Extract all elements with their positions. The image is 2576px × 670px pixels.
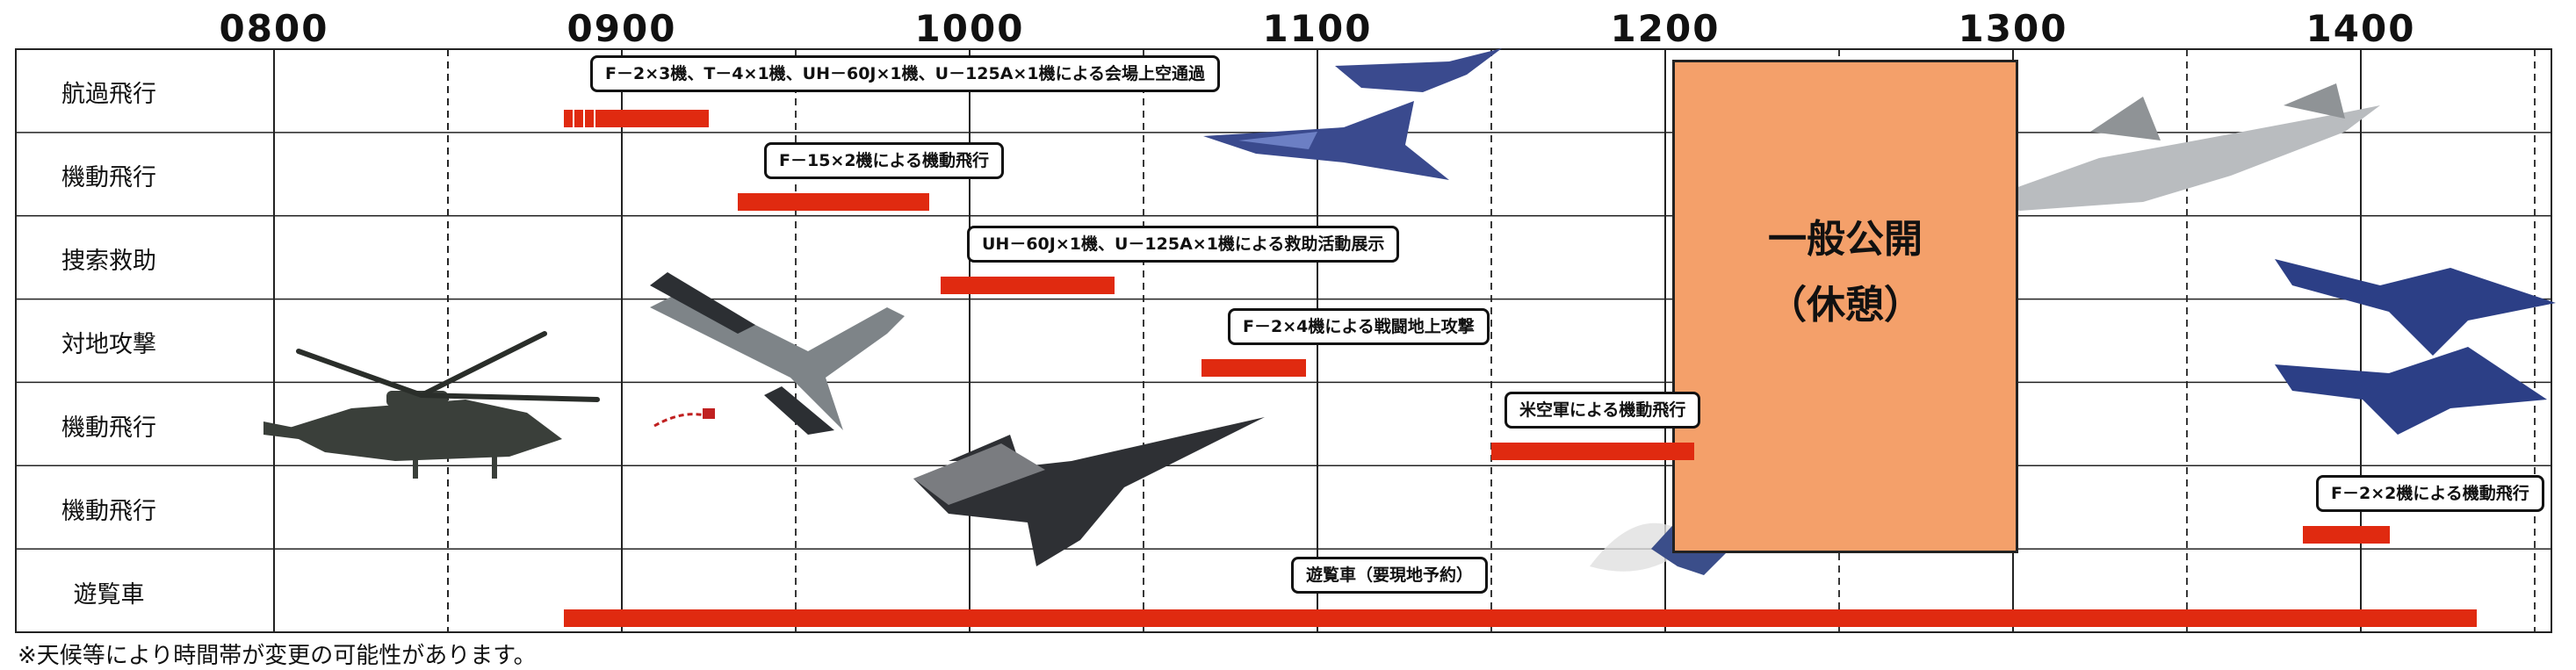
event-label: 遊覧車（要現地予約）	[1291, 557, 1489, 594]
event-bar	[1201, 359, 1306, 378]
event-bar	[2303, 526, 2390, 544]
row-label: 捜索救助	[61, 248, 156, 276]
break-title: 一般公開	[1768, 217, 1923, 262]
time-tick-label: 1000	[914, 7, 1025, 50]
time-tick-label: 1400	[2305, 7, 2416, 50]
f2-fighter-formation-image	[1203, 48, 1502, 180]
break-subtitle: （休憩）	[1768, 283, 1923, 328]
f15-eagle-image	[1976, 83, 2380, 211]
event-bar	[564, 109, 573, 127]
f2-pair-image	[2275, 259, 2556, 435]
event-label: F－2×2機による機動飛行	[2316, 475, 2544, 513]
row-label: 機動飛行	[61, 497, 156, 525]
row-label: 遊覧車	[73, 580, 145, 609]
time-tick-label: 1300	[1958, 7, 2068, 50]
chart-frame	[15, 48, 2552, 633]
event-bar	[595, 109, 709, 127]
event-bar	[574, 109, 583, 127]
time-tick-label: 0900	[566, 7, 677, 50]
break-block: 一般公開 （休憩）	[1672, 60, 2018, 553]
event-bar	[1491, 443, 1694, 461]
event-label: F－2×4機による戦闘地上攻撃	[1228, 308, 1490, 346]
row-label: 対地攻撃	[61, 331, 156, 358]
f16-fighter-image	[913, 417, 1265, 566]
event-bar	[738, 192, 929, 211]
time-tick-label: 0800	[219, 7, 329, 50]
event-label: F－15×2機による機動飛行	[764, 141, 1004, 179]
event-label: F－2×3機、T－4×1機、UH－60J×1機、U－125A×1機による会場上空…	[590, 54, 1221, 92]
helicopter-image	[263, 331, 600, 479]
footnote: ※天候等により時間帯が変更の可能性があります。	[18, 643, 537, 669]
time-tick-label: 1200	[1610, 7, 1721, 50]
time-tick-label: 1100	[1262, 7, 1373, 50]
event-bar	[564, 609, 2477, 627]
event-label: 米空軍による機動飛行	[1504, 392, 1701, 429]
row-label: 機動飛行	[61, 164, 156, 192]
business-jet-image	[650, 272, 905, 435]
flare-image	[653, 408, 715, 428]
event-label: UH－60J×1機、U－125A×1機による救助活動展示	[967, 225, 1400, 263]
row-label: 航過飛行	[61, 81, 156, 109]
event-bar	[585, 109, 594, 127]
event-bar	[941, 276, 1115, 294]
row-label: 機動飛行	[61, 414, 156, 442]
